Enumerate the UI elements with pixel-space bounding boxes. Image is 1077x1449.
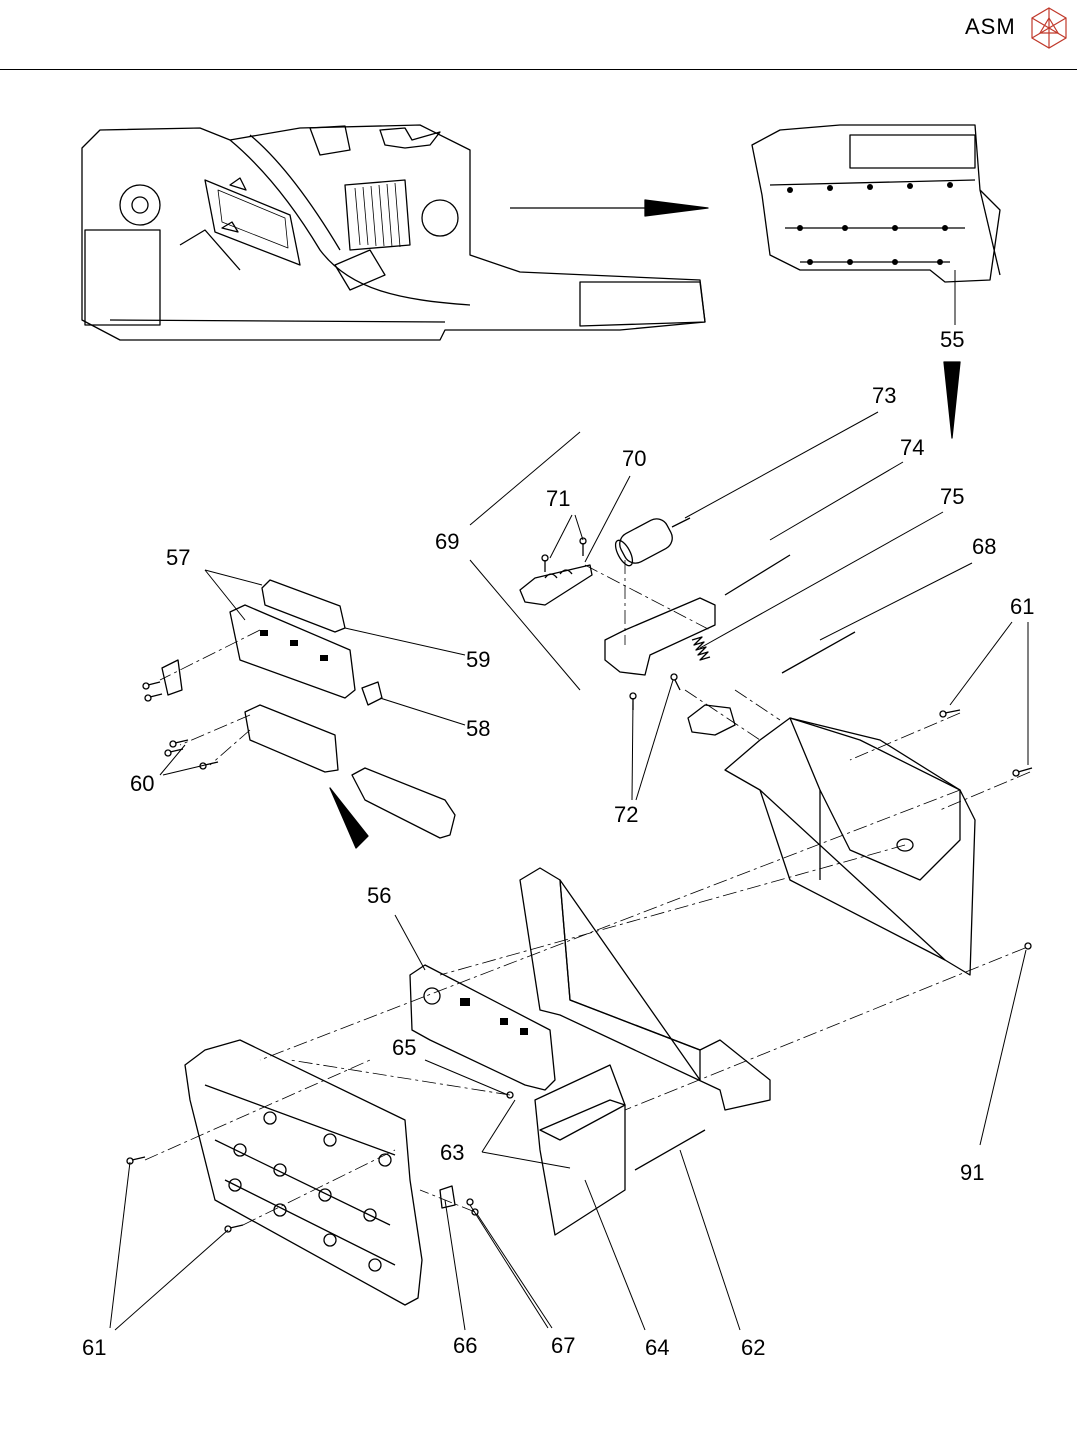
callout-57: 57 xyxy=(166,545,190,570)
side-panel-drawing xyxy=(127,1040,422,1305)
callout-67: 67 xyxy=(551,1333,575,1358)
callout-70: 70 xyxy=(622,446,646,471)
callout-72: 72 xyxy=(614,802,638,827)
guide-channel-drawing xyxy=(520,868,770,1110)
housing-side-panel-drawing xyxy=(752,125,1000,282)
callout-68: 68 xyxy=(972,534,996,559)
callout-61-left: 61 xyxy=(82,1335,106,1360)
callout-75: 75 xyxy=(940,484,964,509)
callout-74: 74 xyxy=(900,435,924,460)
callout-65: 65 xyxy=(392,1035,416,1060)
callout-56: 56 xyxy=(367,883,391,908)
left-subassembly-drawing xyxy=(143,580,455,838)
callout-64: 64 xyxy=(645,1335,669,1360)
callout-73: 73 xyxy=(872,383,896,408)
callout-58: 58 xyxy=(466,716,490,741)
callout-62: 62 xyxy=(741,1335,765,1360)
callout-63: 63 xyxy=(440,1140,464,1165)
callout-66: 66 xyxy=(453,1333,477,1358)
callout-69: 69 xyxy=(435,529,459,554)
callout-71: 71 xyxy=(546,486,570,511)
callout-55: 55 xyxy=(940,327,964,352)
callout-91: 91 xyxy=(960,1160,984,1185)
upper-mechanism-drawing xyxy=(520,515,855,735)
callout-60: 60 xyxy=(130,771,154,796)
main-housing-frame-drawing xyxy=(725,710,1032,975)
tape-guide-drawing xyxy=(410,965,555,1090)
feeder-assembly-drawing xyxy=(82,125,705,340)
callout-59: 59 xyxy=(466,647,490,672)
callout-61-right: 61 xyxy=(1010,594,1034,619)
